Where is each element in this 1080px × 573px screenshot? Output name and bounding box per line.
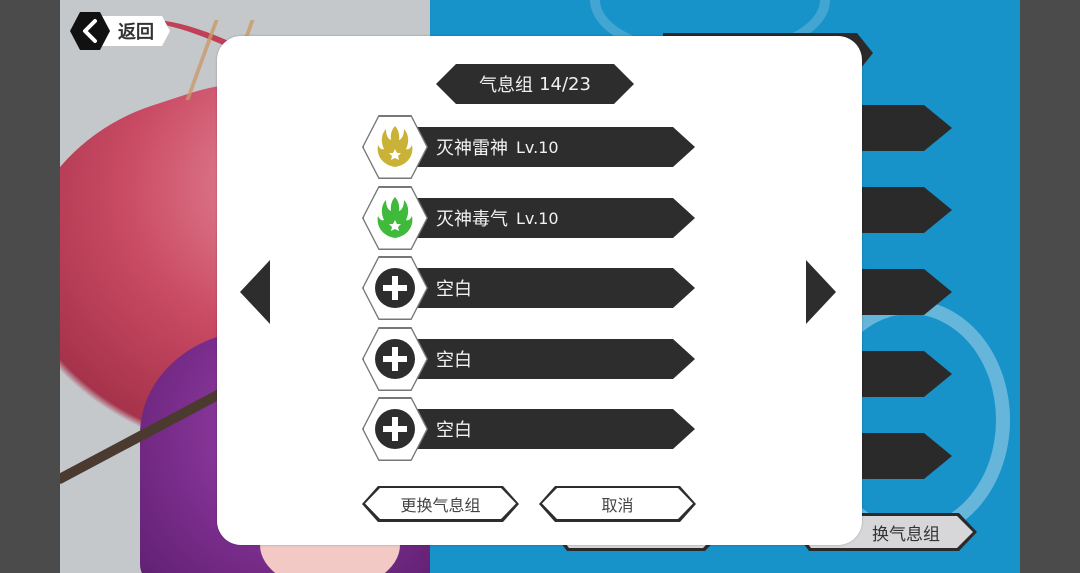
slot-name: 灭神毒气 — [436, 209, 508, 230]
back-button[interactable]: 返回 — [70, 12, 170, 50]
cancel-label: 取消 — [601, 495, 634, 515]
slot-5[interactable]: 空白 — [362, 397, 695, 461]
slot-hex — [363, 398, 427, 460]
slot-hex — [363, 328, 427, 390]
yellow-flame-emblem-icon — [363, 116, 427, 178]
slot-name: 空白 — [436, 350, 472, 371]
slot-2[interactable]: 灭神毒气 Lv.10 — [362, 186, 695, 250]
slot-bar: 空白 — [402, 268, 695, 308]
slot-level: Lv.10 — [516, 208, 559, 228]
green-flame-emblem-icon — [363, 187, 427, 249]
slot-bar: 空白 — [402, 409, 695, 449]
triangle-left-icon[interactable] — [240, 260, 270, 324]
slot-bar: 空白 — [402, 339, 695, 379]
back-label: 返回 — [118, 22, 154, 43]
slot-level: Lv.10 — [516, 137, 559, 157]
breath-group-dialog: 气息组 14/23 灭神雷神 Lv.10 灭神毒气 Lv.10 — [217, 36, 862, 545]
slot-name: 空白 — [436, 279, 472, 300]
plus-icon — [375, 409, 415, 449]
slot-hex — [363, 257, 427, 319]
slot-4[interactable]: 空白 — [362, 327, 695, 391]
cancel-button[interactable]: 取消 — [539, 486, 696, 522]
slot-1[interactable]: 灭神雷神 Lv.10 — [362, 115, 695, 179]
group-counter: 14/23 — [539, 73, 591, 95]
slot-bar: 灭神毒气 Lv.10 — [402, 198, 695, 238]
dialog-title: 气息组 14/23 — [436, 64, 634, 104]
slot-name: 空白 — [436, 420, 472, 441]
background-change-label: 换气息组 — [872, 524, 940, 545]
plus-icon — [375, 339, 415, 379]
triangle-right-icon[interactable] — [806, 260, 836, 324]
slot-bar: 灭神雷神 Lv.10 — [402, 127, 695, 167]
letterbox-right — [1020, 0, 1080, 573]
slot-name: 灭神雷神 — [436, 138, 508, 159]
dialog-title-label: 气息组 — [479, 75, 534, 96]
plus-icon — [375, 268, 415, 308]
slot-3[interactable]: 空白 — [362, 256, 695, 320]
change-group-label: 更换气息组 — [400, 495, 481, 515]
change-group-button[interactable]: 更换气息组 — [362, 486, 519, 522]
letterbox-left — [0, 0, 60, 573]
